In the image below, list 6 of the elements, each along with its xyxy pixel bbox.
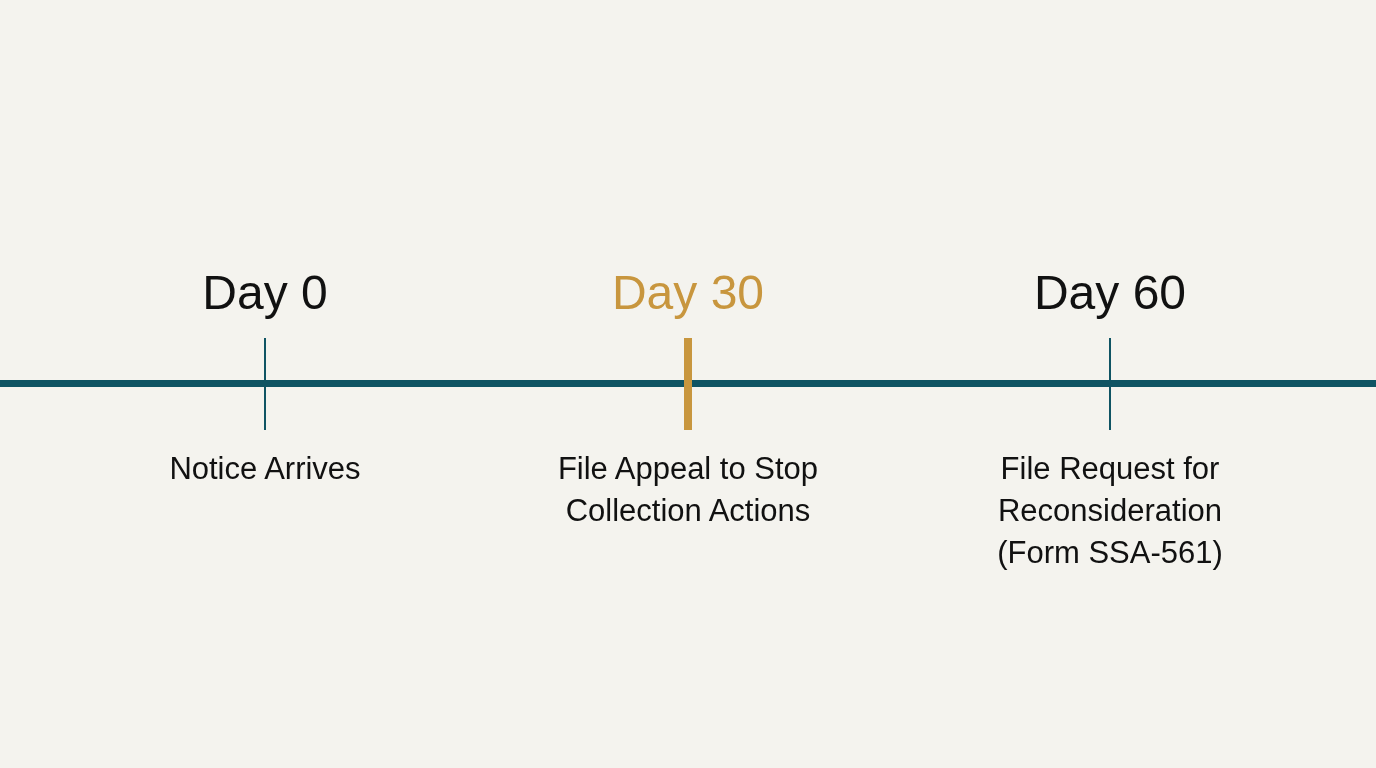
milestone-label: File Appeal to Stop Collection Actions xyxy=(556,450,820,530)
date-label: Day 0 xyxy=(201,265,329,321)
milestone-label: File Request for Reconsideration (Form SSA-561) xyxy=(996,450,1224,572)
date-label: Day 60 xyxy=(1032,265,1188,321)
milestone-label: Notice Arrives xyxy=(168,450,362,488)
date-label: Day 30 xyxy=(610,265,766,321)
